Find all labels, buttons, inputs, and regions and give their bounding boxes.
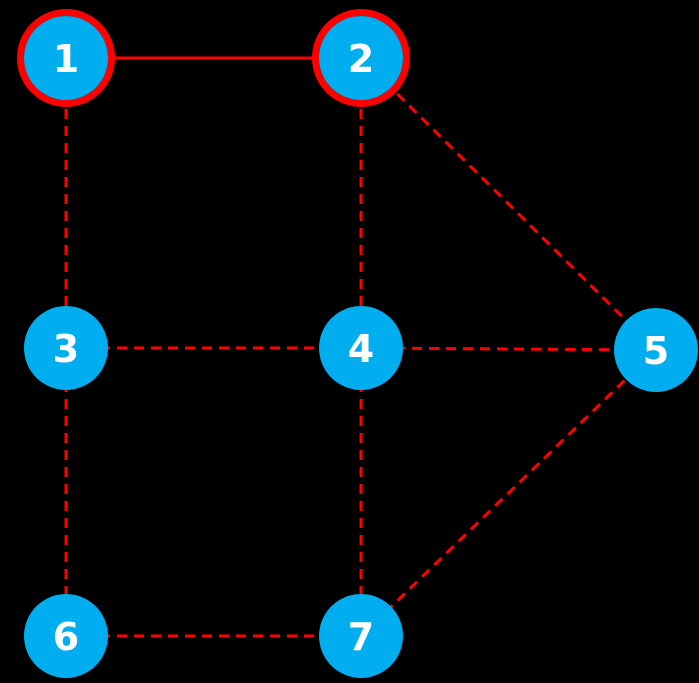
- graph-node-2[interactable]: 2: [312, 9, 410, 107]
- node-label-7: 7: [348, 615, 374, 659]
- node-circle-1[interactable]: [24, 16, 108, 100]
- graph-node-6[interactable]: 6: [24, 594, 108, 678]
- edge-layer: [64, 56, 658, 638]
- node-highlight-ring-1: [17, 9, 115, 107]
- graph-node-5[interactable]: 5: [614, 308, 698, 392]
- node-circle-6[interactable]: [24, 594, 108, 678]
- node-label-6: 6: [53, 615, 79, 659]
- graph-node-4[interactable]: 4: [319, 306, 403, 390]
- node-circle-4[interactable]: [319, 306, 403, 390]
- node-label-2: 2: [348, 37, 374, 81]
- node-highlight-ring-2: [312, 9, 410, 107]
- graph-node-3[interactable]: 3: [24, 306, 108, 390]
- node-circle-7[interactable]: [319, 594, 403, 678]
- graph-edge-2-5: [359, 56, 658, 352]
- node-label-1: 1: [53, 37, 79, 81]
- node-label-4: 4: [348, 327, 374, 371]
- graph-node-7[interactable]: 7: [319, 594, 403, 678]
- node-circle-2[interactable]: [319, 16, 403, 100]
- graph-node-1[interactable]: 1: [17, 9, 115, 107]
- node-label-5: 5: [643, 329, 669, 373]
- graph-edge-7-5: [359, 348, 658, 638]
- node-layer: 1 2 3 4 5 6 7: [17, 9, 698, 678]
- node-circle-3[interactable]: [24, 306, 108, 390]
- node-label-3: 3: [53, 327, 79, 371]
- graph-edge-4-5: [360, 346, 657, 352]
- node-circle-5[interactable]: [614, 308, 698, 392]
